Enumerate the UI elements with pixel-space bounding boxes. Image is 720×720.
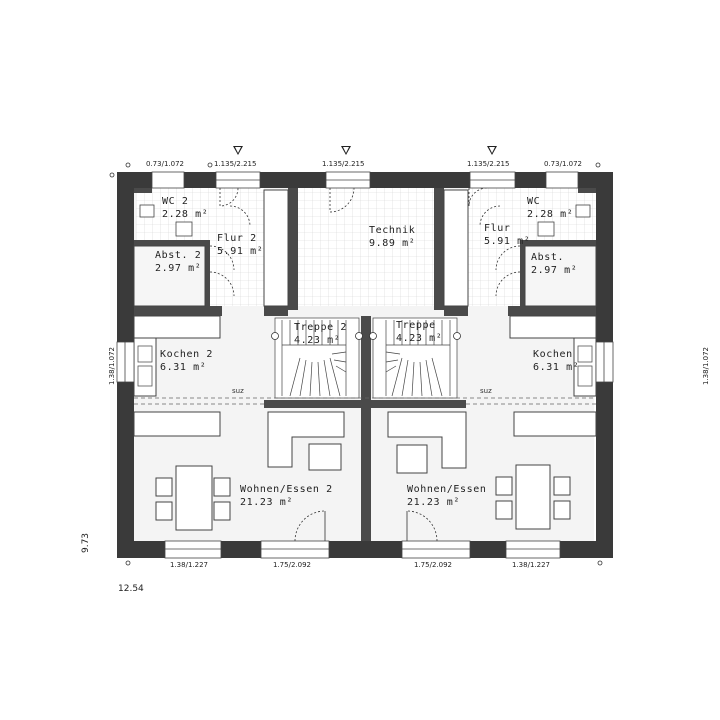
entrance-marker-right xyxy=(487,146,497,155)
wall-right-upper xyxy=(596,172,613,342)
dim-bottom-1: 1.38/1.227 xyxy=(170,561,208,569)
interior-walls xyxy=(134,188,596,541)
room-abst2-name: Abst. 2 xyxy=(155,250,202,261)
dim-top-4: 1.135/2.215 xyxy=(467,160,510,168)
room-flur-name: Flur xyxy=(484,223,511,234)
exterior-walls xyxy=(117,172,613,558)
stair-left xyxy=(274,317,360,399)
room-wohnen2-name: Wohnen/Essen 2 xyxy=(240,484,333,495)
top-windows xyxy=(151,171,579,189)
abst2-left-room xyxy=(133,245,206,307)
room-technik-name: Technik xyxy=(369,225,416,236)
kitchen-appliances xyxy=(137,345,593,387)
shaft-left xyxy=(263,189,289,307)
suz-label-right: suz xyxy=(480,387,492,395)
room-flur2-area: 5.91 m² xyxy=(217,246,264,257)
abst-right-room xyxy=(524,245,597,307)
stair-marker-left xyxy=(271,332,279,340)
dimension-markers xyxy=(109,162,603,566)
room-wc-name: WC xyxy=(527,196,541,207)
room-treppe2-name: Treppe 2 xyxy=(294,322,347,333)
wall-bottom-l2 xyxy=(221,541,261,558)
dim-top-5: 0.73/1.072 xyxy=(544,160,582,168)
room-wc-area: 2.28 m² xyxy=(527,209,574,220)
room-abst-name: Abst. xyxy=(531,252,565,263)
entrance-marker-left xyxy=(233,146,243,155)
flur-floor xyxy=(467,188,522,306)
room-treppe-area: 4.23 m² xyxy=(396,333,443,344)
room-wohnen2-area: 21.23 m² xyxy=(240,497,293,508)
kitchen-counters xyxy=(133,315,597,437)
dim-right: 1.38/1.072 xyxy=(702,347,710,385)
wall-bottom-r2 xyxy=(470,541,506,558)
dim-bottom-2: 1.75/2.092 xyxy=(273,561,311,569)
room-kochen2-name: Kochen 2 xyxy=(160,349,213,360)
dim-left: 1.38/1.072 xyxy=(108,347,116,385)
flur2-floor xyxy=(210,188,265,306)
wall-bottom-c xyxy=(329,541,402,558)
dashed-lines xyxy=(134,397,596,405)
room-wohnen-name: Wohnen/Essen xyxy=(407,484,487,495)
room-flur2-name: Flur 2 xyxy=(217,233,257,244)
room-kochen-name: Kochen xyxy=(533,349,573,360)
room-wc2-area: 2.28 m² xyxy=(162,209,209,220)
room-kochen-area: 6.31 m² xyxy=(533,362,580,373)
room-wohnen-area: 21.23 m² xyxy=(407,497,460,508)
room-kochen2-area: 6.31 m² xyxy=(160,362,207,373)
wall-right-lower xyxy=(596,382,613,558)
dim-top-3: 1.135/2.215 xyxy=(322,160,365,168)
entrance-marker-center xyxy=(341,146,351,155)
room-technik-area: 9.89 m² xyxy=(369,238,416,249)
side-windows xyxy=(116,341,614,383)
wall-left-lower xyxy=(117,382,134,558)
dim-top-2: 1.135/2.215 xyxy=(214,160,257,168)
wall-left-upper xyxy=(117,172,134,342)
stair-marker-right xyxy=(453,332,461,340)
room-abst2-area: 2.97 m² xyxy=(155,263,202,274)
room-wc2-name: WC 2 xyxy=(162,196,189,207)
doors xyxy=(209,187,521,542)
room-abst-area: 2.97 m² xyxy=(531,265,578,276)
wall-bottom-r1 xyxy=(560,541,613,558)
living-furniture xyxy=(155,411,571,531)
dim-bottom-3: 1.75/2.092 xyxy=(414,561,452,569)
technik-floor xyxy=(298,188,434,306)
shaft-right xyxy=(443,189,469,307)
room-treppe-name: Treppe xyxy=(396,320,436,331)
dim-overall-height: 9.73 xyxy=(81,532,92,554)
wall-top-c1 xyxy=(260,172,326,188)
dim-overall-width: 12.54 xyxy=(118,584,144,594)
wall-bottom-l1 xyxy=(117,541,165,558)
wall-top-c2 xyxy=(370,172,470,188)
suz-label-left: suz xyxy=(232,387,244,395)
bottom-windows xyxy=(164,540,561,559)
dim-top-1: 0.73/1.072 xyxy=(146,160,184,168)
dim-bottom-4: 1.38/1.227 xyxy=(512,561,550,569)
stair-marker-center-r xyxy=(369,332,377,340)
room-treppe2-area: 4.23 m² xyxy=(294,335,341,346)
stair-marker-center-l xyxy=(355,332,363,340)
room-flur-area: 5.91 m² xyxy=(484,236,531,247)
wc-fixtures xyxy=(139,204,591,237)
